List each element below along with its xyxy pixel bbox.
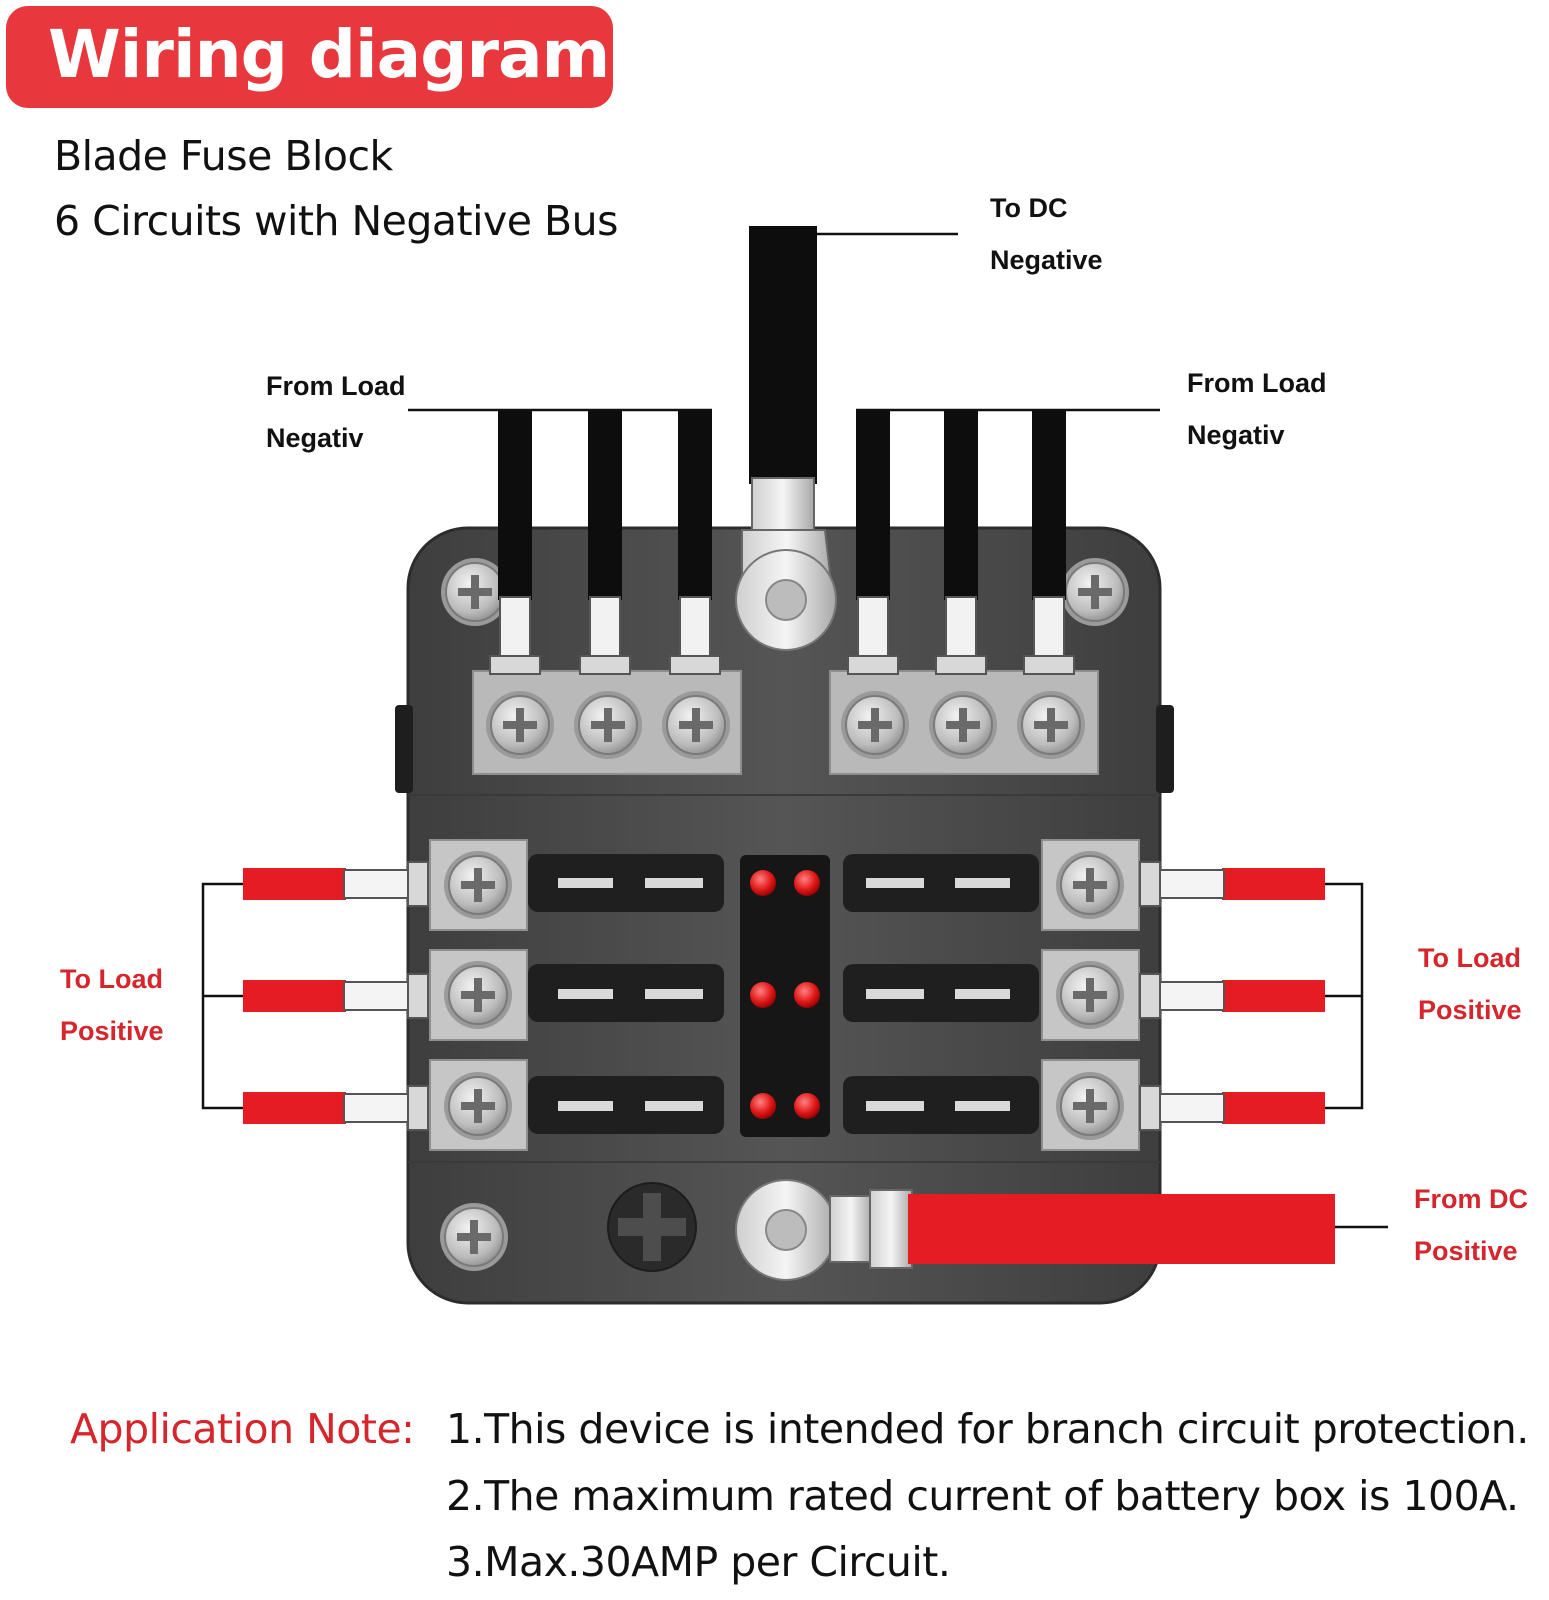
led-indicator-icon [794, 1093, 820, 1119]
blade-fuse-icon [528, 1076, 724, 1134]
fuse-row-1 [429, 839, 1140, 931]
title-banner: Wiring diagram [6, 6, 613, 108]
blade-fuse-icon [528, 964, 724, 1022]
led-indicator-icon [794, 982, 820, 1008]
led-indicator-icon [750, 1093, 776, 1119]
application-note-item-1: 1.This device is intended for branch cir… [446, 1405, 1529, 1453]
blade-fuse-icon [843, 964, 1039, 1022]
blade-fuse-icon [528, 854, 724, 912]
led-indicator-panel [740, 855, 830, 1137]
load-negative-wires [489, 410, 1075, 675]
led-indicator-icon [794, 870, 820, 896]
dc-negative-cable [735, 226, 837, 651]
application-note-item-2: 2.The maximum rated current of battery b… [446, 1472, 1519, 1520]
corner-screw-bottom-left [439, 1202, 509, 1272]
dc-positive-cable [735, 1179, 1335, 1281]
fuse-rows [429, 839, 1140, 1151]
led-indicator-icon [750, 982, 776, 1008]
subtitle-line-2: 6 Circuits with Negative Bus [54, 197, 619, 245]
subtitle-line-1: Blade Fuse Block [54, 132, 393, 180]
blade-fuse-icon [843, 854, 1039, 912]
corner-screw-top-right [1060, 557, 1130, 627]
banner-title: Wiring diagram [48, 16, 610, 93]
blade-fuse-icon [843, 1076, 1039, 1134]
led-indicator-icon [750, 870, 776, 896]
load-positive-wires [243, 861, 1325, 1131]
fuse-row-3 [429, 1059, 1140, 1151]
application-note-label: Application Note: [70, 1405, 415, 1453]
fuse-row-2 [429, 949, 1140, 1041]
application-note-item-3: 3.Max.30AMP per Circuit. [446, 1538, 951, 1586]
